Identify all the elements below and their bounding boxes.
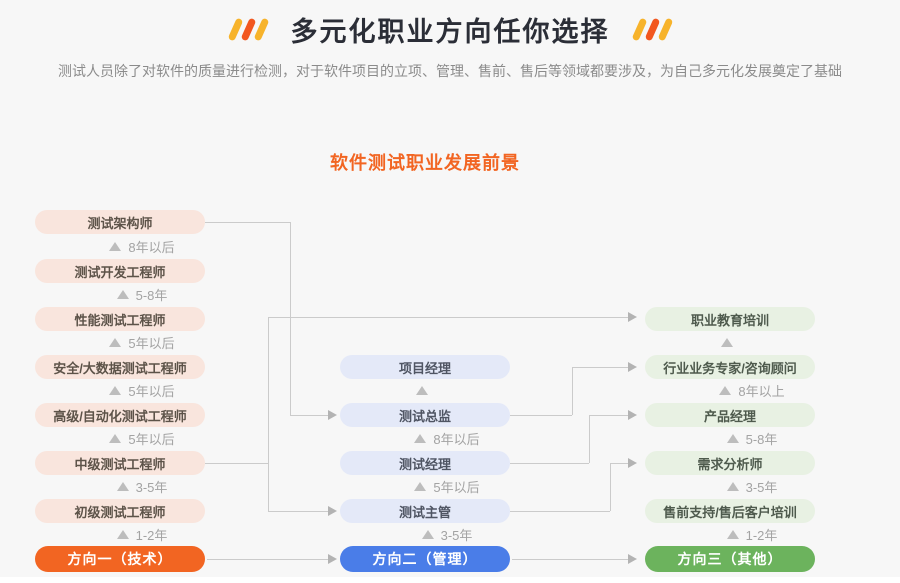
- triangle-up-icon: [726, 481, 739, 491]
- triple-slash-right-icon: [631, 17, 673, 42]
- experience-note: 1-2年: [667, 526, 837, 543]
- page-title: 多元化职业方向任你选择: [290, 17, 610, 47]
- career-box-senior-automation-engineer: 高级/自动化测试工程师: [35, 403, 205, 427]
- career-box-security-bigdata-engineer: 安全/大数据测试工程师: [35, 355, 205, 379]
- experience-label: 3-5年: [135, 479, 168, 495]
- triangle-up-icon: [726, 433, 739, 443]
- career-box-label: 产品经理: [703, 408, 756, 424]
- direction-button-management: 方向二（管理）: [340, 546, 510, 572]
- career-box-product-manager: 产品经理: [645, 403, 815, 427]
- experience-note: 3-5年: [57, 478, 227, 495]
- career-box-vocational-education: 职业教育培训: [645, 307, 815, 331]
- triangle-up-icon: [720, 337, 733, 347]
- arrow-right-icon: [628, 312, 637, 322]
- arrow-right-icon: [328, 554, 337, 564]
- experience-label: 5年以后: [128, 383, 175, 399]
- career-box-performance-engineer: 性能测试工程师: [35, 307, 205, 331]
- experience-note: 3-5年: [362, 526, 532, 543]
- triangle-up-icon: [109, 433, 122, 443]
- experience-note: 5年以后: [57, 382, 227, 399]
- career-box-label: 中级测试工程师: [74, 456, 166, 472]
- triangle-up-icon: [109, 337, 122, 347]
- career-box-test-director: 测试总监: [340, 403, 510, 427]
- experience-label: 1-2年: [135, 527, 168, 543]
- experience-note: 8年以后: [362, 430, 532, 447]
- career-box-junior-engineer: 初级测试工程师: [35, 499, 205, 523]
- career-box-project-manager: 项目经理: [340, 355, 510, 379]
- direction-button-technical: 方向一（技术）: [35, 546, 205, 572]
- triangle-up-icon: [116, 529, 129, 539]
- experience-note: 8年以后: [57, 238, 227, 255]
- career-box-label: 安全/大数据测试工程师: [53, 360, 187, 376]
- career-box-label: 行业业务专家/咨询顾问: [663, 360, 797, 376]
- arrow-right-icon: [628, 554, 637, 564]
- triangle-up-icon: [109, 241, 122, 251]
- triangle-up-icon: [421, 529, 434, 539]
- direction-button-label: 方向三（其他）: [677, 551, 783, 567]
- career-box-label: 职业教育培训: [690, 312, 769, 328]
- career-box-mid-level-engineer: 中级测试工程师: [35, 451, 205, 475]
- experience-note: 1-2年: [57, 526, 227, 543]
- career-box-test-dev-engineer: 测试开发工程师: [35, 259, 205, 283]
- career-box-test-architect: 测试架构师: [35, 210, 205, 234]
- experience-label: 8年以后: [433, 431, 480, 447]
- career-box-label: 性能测试工程师: [74, 312, 166, 328]
- career-box-label: 测试主管: [398, 504, 451, 520]
- triangle-up-icon: [109, 385, 122, 395]
- triangle-up-icon: [414, 433, 427, 443]
- career-box-label: 测试开发工程师: [74, 264, 166, 280]
- experience-note: 5-8年: [57, 286, 227, 303]
- experience-note: [340, 382, 510, 398]
- experience-label: 5年以后: [128, 431, 175, 447]
- arrow-right-icon: [328, 506, 337, 516]
- career-box-test-supervisor: 测试主管: [340, 499, 510, 523]
- experience-label: 8年以上: [738, 383, 785, 399]
- triangle-up-icon: [116, 289, 129, 299]
- career-box-label: 测试经理: [398, 456, 451, 472]
- direction-button-label: 方向二（管理）: [372, 551, 478, 567]
- experience-note: 5年以后: [57, 430, 227, 447]
- experience-note: 3-5年: [667, 478, 837, 495]
- direction-button-other: 方向三（其他）: [645, 546, 815, 572]
- triangle-up-icon: [719, 385, 732, 395]
- experience-label: 1-2年: [745, 527, 778, 543]
- experience-label: 5年以后: [128, 335, 175, 351]
- arrow-right-icon: [628, 362, 637, 372]
- diagram-title: 软件测试职业发展前景: [330, 153, 520, 173]
- experience-note: 5年以后: [362, 478, 532, 495]
- header: 多元化职业方向任你选择: [0, 10, 900, 49]
- triangle-up-icon: [726, 529, 739, 539]
- experience-label: 3-5年: [745, 479, 778, 495]
- experience-note: 5-8年: [667, 430, 837, 447]
- career-box-industry-expert-consultant: 行业业务专家/咨询顾问: [645, 355, 815, 379]
- experience-label: 5-8年: [135, 287, 168, 303]
- experience-note: 5年以后: [57, 334, 227, 351]
- experience-label: 5-8年: [745, 431, 778, 447]
- career-box-label: 测试架构师: [87, 215, 153, 231]
- triangle-up-icon: [415, 385, 428, 395]
- career-box-label: 测试总监: [398, 408, 451, 424]
- triangle-up-icon: [116, 481, 129, 491]
- arrow-right-icon: [628, 410, 637, 420]
- arrow-right-icon: [628, 458, 637, 468]
- experience-label: 5年以后: [433, 479, 480, 495]
- triple-slash-left-icon: [227, 17, 269, 42]
- career-box-label: 需求分析师: [697, 456, 763, 472]
- experience-note: [645, 334, 815, 350]
- career-box-test-manager: 测试经理: [340, 451, 510, 475]
- direction-button-label: 方向一（技术）: [67, 551, 173, 567]
- experience-label: 3-5年: [440, 527, 473, 543]
- arrow-right-icon: [328, 410, 337, 420]
- career-box-label: 高级/自动化测试工程师: [53, 408, 187, 424]
- career-box-presales-aftersales-training: 售前支持/售后客户培训: [645, 499, 815, 523]
- page-subtitle: 测试人员除了对软件的质量进行检测，对于软件项目的立项、管理、售前、售后等领域都要…: [58, 63, 842, 79]
- career-box-label: 初级测试工程师: [74, 504, 166, 520]
- career-box-requirements-analyst: 需求分析师: [645, 451, 815, 475]
- experience-label: 8年以后: [128, 239, 175, 255]
- career-box-label: 售前支持/售后客户培训: [663, 504, 797, 520]
- experience-note: 8年以上: [667, 382, 837, 399]
- triangle-up-icon: [414, 481, 427, 491]
- career-box-label: 项目经理: [398, 360, 451, 376]
